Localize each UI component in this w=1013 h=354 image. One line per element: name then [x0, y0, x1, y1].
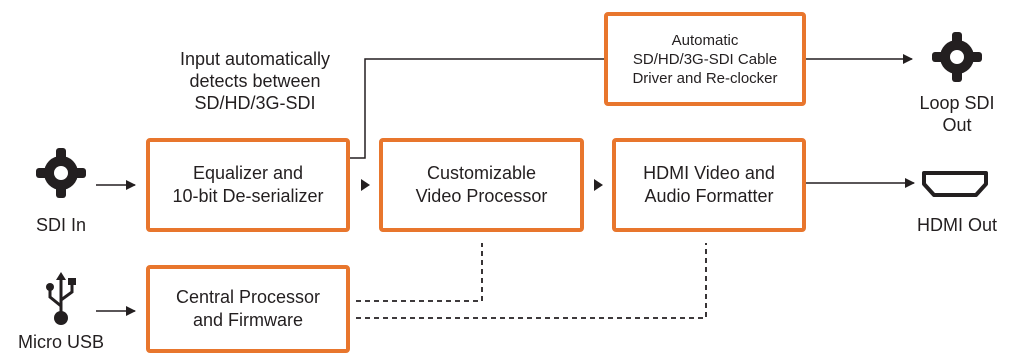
bnc-connector-icon	[36, 148, 86, 198]
dashed-line-cpu-to-hdmi-formatter	[356, 243, 707, 319]
dashed-line-cpu-to-video-processor	[356, 243, 483, 302]
central-processor-box: Central Processor and Firmware	[146, 265, 350, 353]
arrow-processor-to-hdmi	[594, 179, 603, 191]
hdmi-formatter-box: HDMI Video and Audio Formatter	[612, 138, 806, 232]
video-processor-box: Customizable Video Processor	[379, 138, 584, 232]
bnc-connector-icon	[932, 32, 982, 82]
micro-usb-label: Micro USB	[17, 332, 104, 352]
line-equalizer-to-cable-driver	[350, 58, 604, 159]
input-detection-note: Input automatically detects between SD/H…	[179, 49, 331, 113]
arrow-equalizer-to-processor	[361, 179, 370, 191]
hdmi-out-label: HDMI Out	[916, 215, 997, 235]
usb-icon	[46, 272, 76, 325]
cable-driver-box: Automatic SD/HD/3G-SDI Cable Driver and …	[604, 12, 806, 106]
hdmi-connector-icon	[922, 171, 988, 197]
loop-sdi-out-label: Loop SDI Out	[919, 93, 995, 135]
sdi-in-label: SDI In	[35, 215, 87, 235]
equalizer-box: Equalizer and 10-bit De-serializer	[146, 138, 350, 232]
